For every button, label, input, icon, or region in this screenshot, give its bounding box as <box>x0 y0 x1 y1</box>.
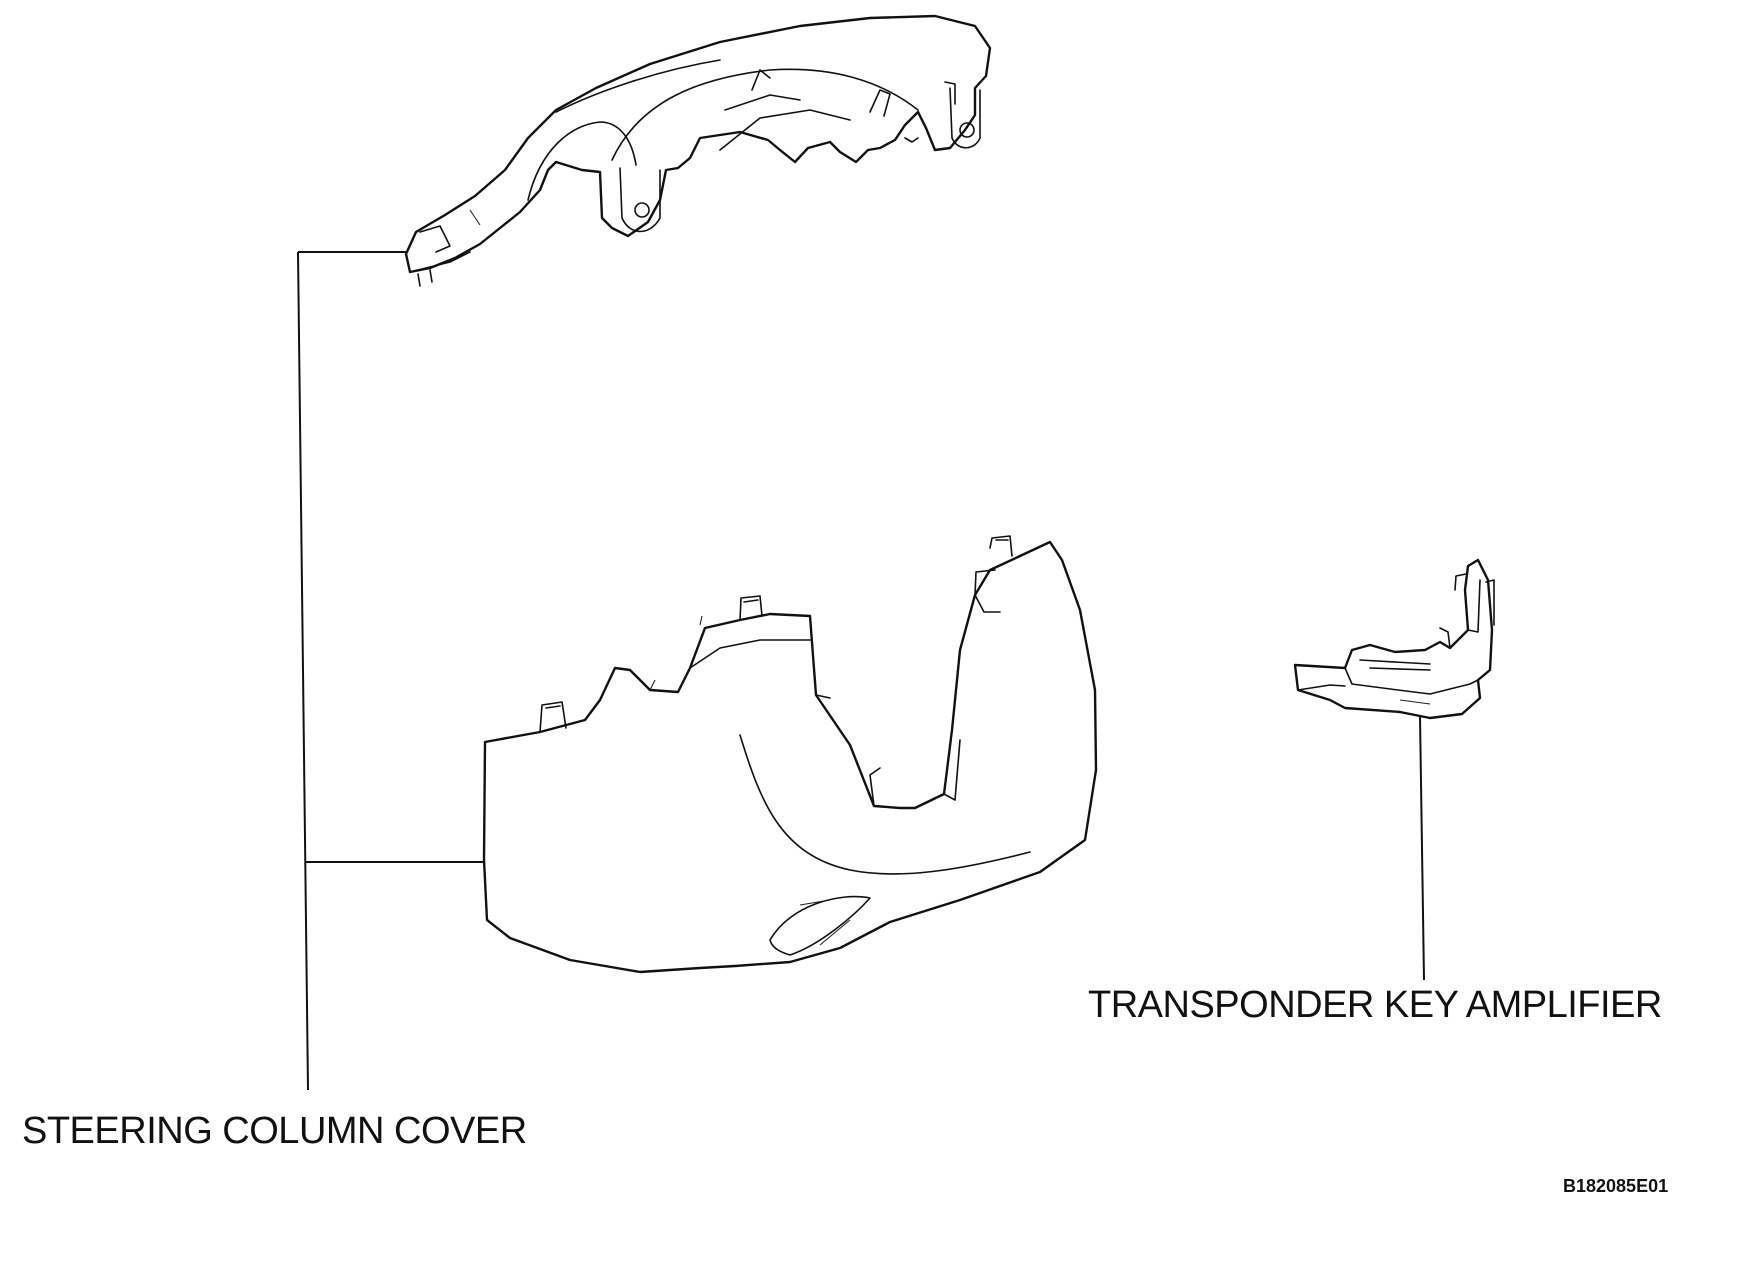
label-steering-column-cover: STEERING COLUMN COVER <box>22 1110 527 1152</box>
transponder-key-amplifier <box>1293 558 1495 720</box>
leader-vertical <box>297 251 309 1091</box>
leader-amplifier <box>1419 715 1425 981</box>
figure-code: B182085E01 <box>1563 1176 1669 1196</box>
upper-steering-column-cover <box>404 14 992 287</box>
label-transponder-key-amplifier: TRANSPONDER KEY AMPLIFIER <box>1088 984 1662 1026</box>
leader-lines <box>297 251 1425 1091</box>
lower-steering-column-cover <box>482 535 1098 974</box>
